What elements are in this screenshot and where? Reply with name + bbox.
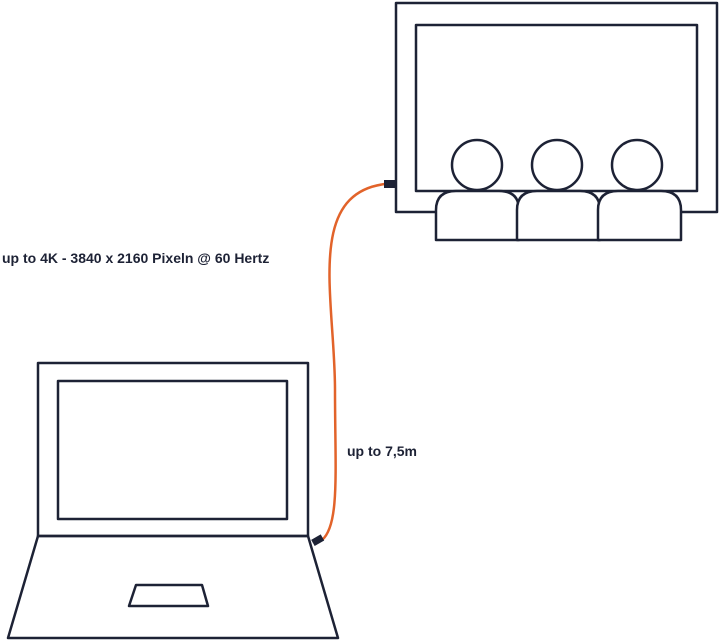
resolution-label: up to 4K - 3840 x 2160 Pixeln @ 60 Hertz bbox=[2, 250, 270, 266]
laptop-trackpad bbox=[127, 583, 210, 608]
hdmi-cable bbox=[321, 182, 386, 541]
audience-icon bbox=[434, 138, 683, 242]
tv-hdmi-port bbox=[384, 180, 396, 188]
laptop-icon bbox=[6, 361, 340, 640]
cable-length-label: up to 7,5m bbox=[347, 443, 418, 459]
laptop-hdmi-port bbox=[311, 534, 325, 546]
